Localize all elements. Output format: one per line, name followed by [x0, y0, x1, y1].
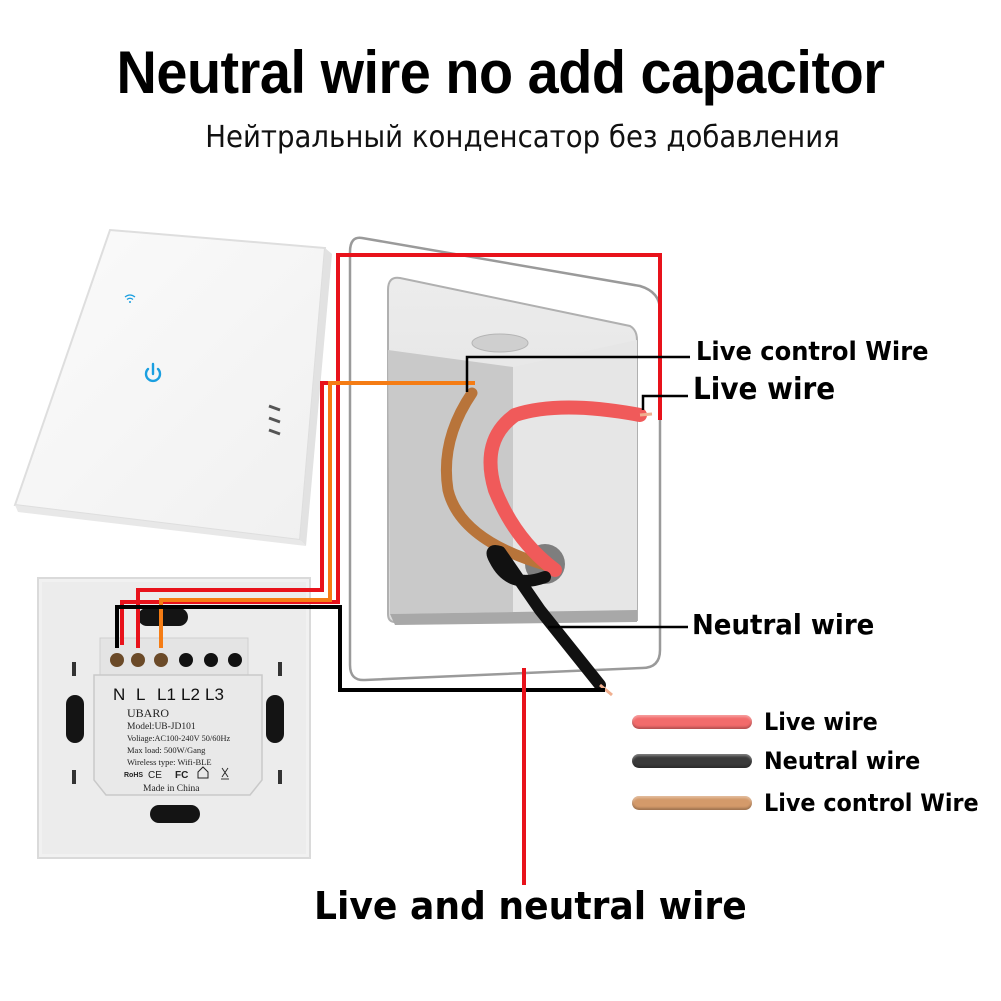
page-title: Neutral wire no add capacitor — [116, 39, 885, 106]
switch-slot — [268, 416, 281, 424]
clip — [72, 662, 76, 676]
box-top-hole — [471, 333, 529, 353]
voltage-text: Voliage:AC100-240V 50/60Hz — [127, 734, 230, 743]
callout-neutral-wire: Neutral wire — [692, 608, 875, 641]
terminal-hole-extra — [228, 653, 242, 667]
terminal-labels: N L L1 L2 L3 — [113, 685, 224, 704]
callout-leaders — [465, 355, 690, 629]
orange-line-l1 — [159, 598, 300, 648]
terminal-screws — [110, 653, 242, 667]
switch-edge — [300, 248, 332, 546]
legend-item-neutral: Neutral wire — [632, 746, 932, 776]
terminal-hole-l2 — [179, 653, 193, 667]
home-icon — [197, 766, 209, 779]
switch-glass — [13, 228, 327, 542]
terminal-hole-l3 — [204, 653, 218, 667]
switch-back-panel: N L L1 L2 L3 UBARO Model:UB-JD101 Voliag… — [37, 577, 311, 859]
leader-live — [641, 394, 688, 410]
clip — [278, 770, 282, 784]
legend-swatch-live-control — [632, 796, 752, 810]
callout-live-and-neutral: Live and neutral wire — [314, 884, 747, 928]
neutral-wire — [486, 545, 606, 691]
legend-item-live: Live wire — [632, 707, 886, 737]
box-wires — [440, 387, 653, 697]
origin-text: Made in China — [143, 784, 200, 794]
max-load-text: Max load: 500W/Gang — [127, 745, 206, 755]
power-icon[interactable] — [144, 362, 162, 383]
terminal-label-l: L — [136, 685, 145, 704]
module-label-plate — [93, 674, 263, 796]
clip — [278, 662, 282, 676]
legend-label: Live control Wire — [764, 789, 979, 817]
switch-slot — [268, 404, 281, 412]
switch-slot — [268, 428, 281, 436]
wall-box — [348, 236, 662, 682]
switch-front-panel — [13, 228, 332, 546]
brand-name: UBARO — [127, 706, 169, 720]
leader-live-control — [465, 355, 690, 392]
schematic-lines — [115, 253, 662, 885]
red-line-live — [120, 253, 662, 645]
neutral-wire-tip — [599, 683, 613, 697]
live-wire-tip — [639, 412, 653, 417]
legend-label: Live wire — [764, 708, 878, 736]
legend-item-live-control: Live control Wire — [632, 788, 995, 818]
model-text: Model:UB-JD101 — [127, 722, 196, 732]
box-bottom-edge — [390, 610, 637, 625]
wifi-icon — [124, 294, 136, 303]
terminal-screw-n — [110, 653, 124, 667]
callout-live-wire: Live wire — [693, 372, 836, 407]
live-wire — [483, 400, 647, 577]
rohs-mark: RoHS — [124, 772, 143, 779]
switch-bottom-edge — [15, 505, 306, 546]
terminal-label-n: N — [113, 685, 125, 704]
wireless-text: Wireless type: Wifi-BLE — [127, 757, 212, 767]
terminal-screw-l — [131, 653, 145, 667]
terminal-block — [99, 637, 249, 677]
mount-hole-left — [66, 695, 84, 743]
weee-bin-icon — [221, 767, 229, 780]
legend-swatch-live — [632, 715, 752, 729]
orange-line-l1-up — [300, 381, 475, 602]
callout-live-control-wire: Live control Wire — [696, 337, 929, 367]
clip — [72, 770, 76, 784]
terminal-label-l1: L1 — [157, 685, 176, 704]
terminal-label-l3: L3 — [205, 685, 224, 704]
black-line-n — [115, 605, 605, 692]
mount-hole-right — [266, 695, 284, 743]
terminal-screw-l1 — [154, 653, 168, 667]
fc-mark: FC — [175, 770, 188, 781]
legend-label: Neutral wire — [764, 747, 921, 775]
terminal-label-l2: L2 — [181, 685, 200, 704]
page-subtitle: Нейтральный конденсатор без добавления — [205, 120, 840, 155]
legend-swatch-neutral — [632, 754, 752, 768]
ce-mark: CE — [148, 770, 162, 781]
mount-hole-bottom — [150, 805, 200, 823]
